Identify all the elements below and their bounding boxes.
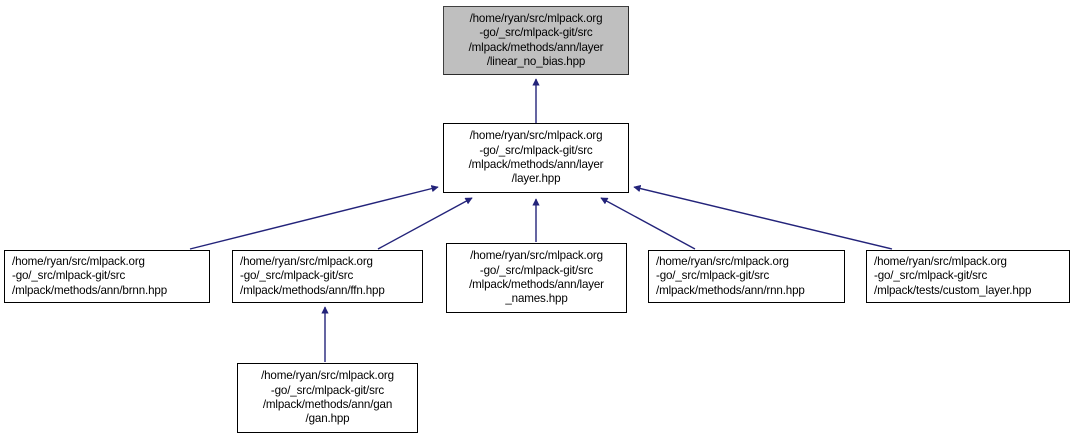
- node-ffn-hpp[interactable]: /home/ryan/src/mlpack.org -go/_src/mlpac…: [232, 250, 423, 303]
- node-line: -go/_src/mlpack-git/src: [479, 263, 594, 277]
- node-line: /linear_no_bias.hpp: [486, 54, 586, 68]
- edge-custom_layer-to-layer: [633, 184, 893, 250]
- node-line: /mlpack/methods/ann/layer: [468, 158, 604, 171]
- node-linear-no-bias-hpp[interactable]: /home/ryan/src/mlpack.org -go/_src/mlpac…: [443, 6, 629, 75]
- node-line: /mlpack/methods/ann/rnn.hpp: [656, 283, 805, 297]
- node-line: /gan.hpp: [305, 412, 350, 426]
- node-line: -go/_src/mlpack-git/src: [656, 269, 770, 283]
- node-line: /mlpack/methods/ann/layer: [469, 278, 604, 291]
- node-line: /home/ryan/src/mlpack.org: [240, 254, 373, 268]
- node-custom-layer-hpp[interactable]: /home/ryan/src/mlpack.org -go/_src/mlpac…: [866, 250, 1070, 303]
- edge-ffn-to-layer: [377, 197, 473, 250]
- node-brnn-hpp[interactable]: /home/ryan/src/mlpack.org -go/_src/mlpac…: [4, 250, 210, 303]
- node-line: -go/_src/mlpack-git/src: [479, 26, 593, 40]
- node-line: /mlpack/tests/custom_layer.hpp: [874, 283, 1032, 297]
- node-gan-hpp[interactable]: /home/ryan/src/mlpack.org -go/_src/mlpac…: [237, 363, 418, 433]
- node-line: /mlpack/methods/ann/layer: [468, 40, 604, 54]
- node-rnn-hpp[interactable]: /home/ryan/src/mlpack.org -go/_src/mlpac…: [648, 250, 845, 303]
- edge-brnn-to-layer: [189, 185, 439, 250]
- node-line: /mlpack/methods/ann/brnn.hpp: [12, 283, 167, 297]
- node-line: /home/ryan/src/mlpack.org: [261, 369, 394, 383]
- node-line: -go/_src/mlpack-git/src: [12, 269, 126, 283]
- node-line: /home/ryan/src/mlpack.org: [469, 129, 603, 143]
- node-line: /home/ryan/src/mlpack.org: [12, 254, 145, 268]
- node-line: -go/_src/mlpack-git/src: [270, 383, 385, 397]
- node-line: /home/ryan/src/mlpack.org: [469, 11, 603, 25]
- node-line: -go/_src/mlpack-git/src: [240, 269, 354, 283]
- edge-rnn-to-layer: [600, 197, 696, 250]
- node-line: /home/ryan/src/mlpack.org: [656, 254, 789, 268]
- node-line: /layer.hpp: [511, 172, 561, 186]
- node-layer-hpp[interactable]: /home/ryan/src/mlpack.org -go/_src/mlpac…: [443, 123, 629, 193]
- node-line: -go/_src/mlpack-git/src: [874, 269, 988, 283]
- node-line: /home/ryan/src/mlpack.org: [874, 254, 1007, 268]
- node-layer-names-hpp[interactable]: /home/ryan/src/mlpack.org -go/_src/mlpac…: [446, 243, 627, 313]
- node-line: /mlpack/methods/ann/gan: [262, 398, 393, 411]
- node-line: /mlpack/methods/ann/ffn.hpp: [240, 283, 385, 297]
- node-line: -go/_src/mlpack-git/src: [479, 143, 593, 157]
- node-line: _names.hpp: [505, 292, 568, 306]
- node-line: /home/ryan/src/mlpack.org: [470, 249, 603, 263]
